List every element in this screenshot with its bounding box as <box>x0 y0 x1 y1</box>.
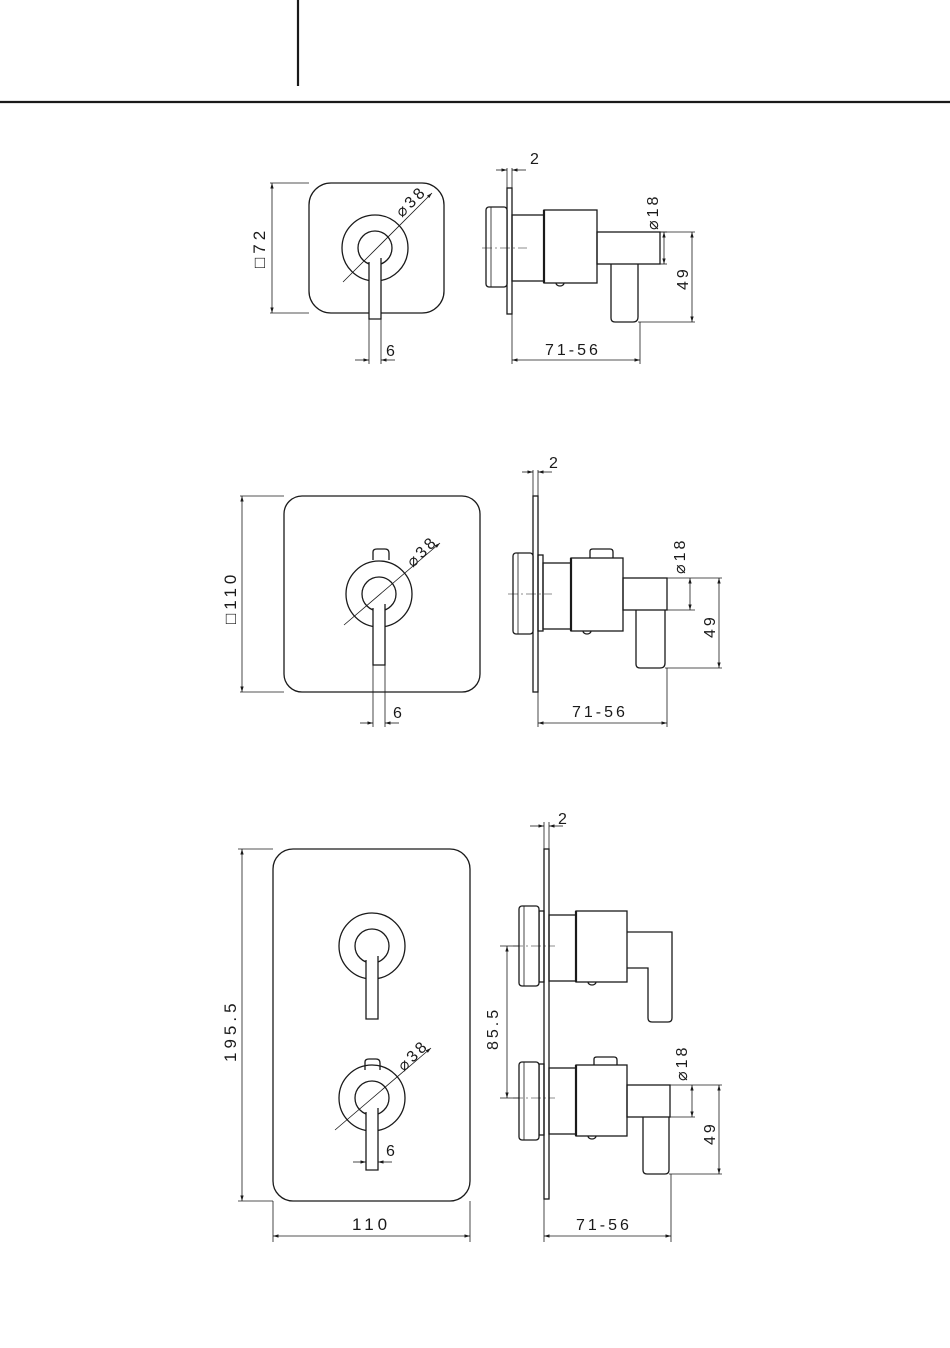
drawing-2-pipe-diameter-label: ⌀18 <box>672 538 689 574</box>
drawing-1-side-view <box>482 168 695 364</box>
drawing-2-height-label: 49 <box>702 614 719 638</box>
drawing-3-pipe-diameter-label: ⌀18 <box>674 1045 691 1081</box>
drawing-1-knob-diameter-label: ⌀38 <box>393 183 431 221</box>
drawing-3-front-view <box>238 849 470 1242</box>
drawing-1-depth-label: 71-56 <box>545 342 601 359</box>
drawing-3-depth-label: 71-56 <box>576 1217 632 1234</box>
drawing-2-plate-size-label: □110 <box>221 571 240 624</box>
drawing-3-height-label: 49 <box>702 1121 719 1145</box>
drawing-3-knob-diameter-label: ⌀38 <box>395 1037 433 1075</box>
drawing-1-thickness-label: 2 <box>530 151 542 168</box>
drawing-2-knob-diameter-label: ⌀38 <box>404 533 442 571</box>
drawing-3-lever-width-label: 6 <box>386 1143 398 1160</box>
drawing-2-depth-label: 71-56 <box>572 704 628 721</box>
drawing-3-plate-height-label: 195.5 <box>221 999 240 1062</box>
drawing-2-front-view <box>240 496 480 727</box>
drawing-1-pipe-diameter-label: ⌀18 <box>645 194 662 230</box>
drawing-3-side-view <box>500 822 722 1242</box>
header-frame <box>0 0 950 102</box>
drawing-2-thickness-label: 2 <box>549 455 561 472</box>
drawing-1-lever-width-label: 6 <box>386 343 398 360</box>
drawing-1-plate-size-label: □72 <box>250 227 269 268</box>
drawing-3-thickness-label: 2 <box>558 811 570 828</box>
drawing-3-spacing-label: 85.5 <box>485 1007 502 1050</box>
drawing-3-plate-width-label: 110 <box>352 1215 391 1234</box>
drawing-1-height-label: 49 <box>675 266 692 290</box>
drawing-1-front-view <box>270 183 444 364</box>
drawing-2-side-view <box>508 470 722 727</box>
drawing-2-lever-width-label: 6 <box>393 705 405 722</box>
